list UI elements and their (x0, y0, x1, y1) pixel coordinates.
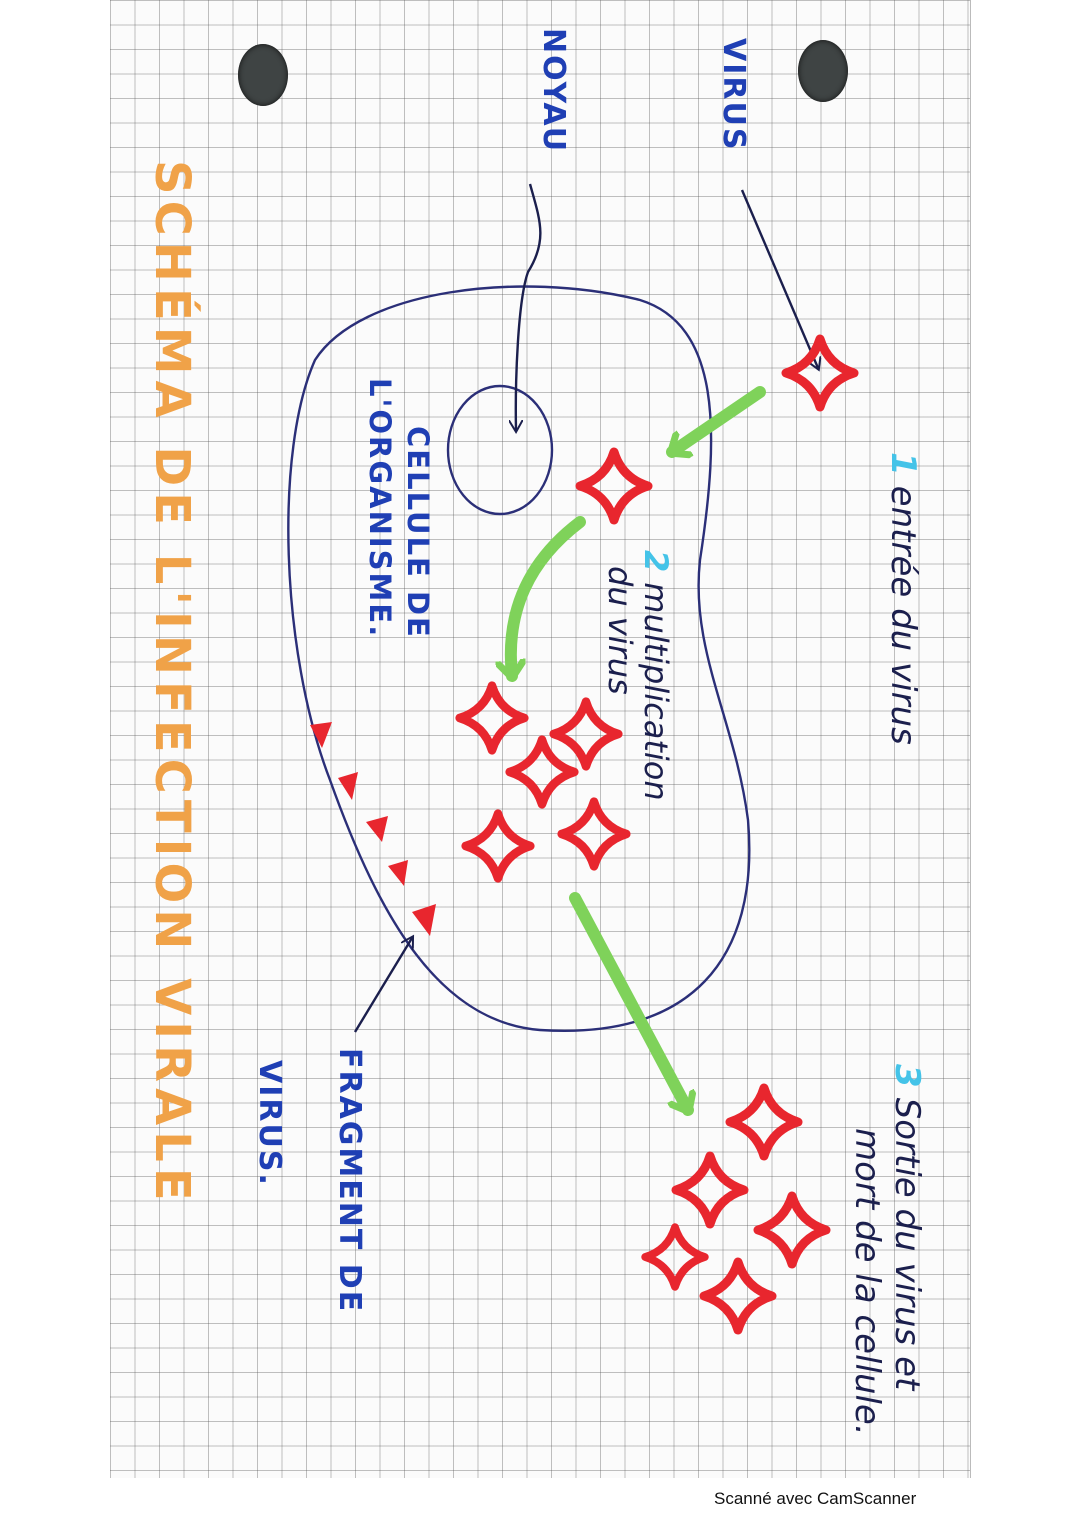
virus-fragments (310, 722, 436, 936)
virus-fragment (388, 860, 408, 886)
step-3-number: 3 (887, 1064, 927, 1088)
virus-particle-multiplied (460, 686, 525, 751)
arrow-step-2 (511, 516, 586, 682)
virus-particle-released (704, 1262, 772, 1330)
step-1-text: entrée du virus (883, 485, 923, 745)
label-virus: VIRUS (716, 38, 751, 152)
punch-hole-left (238, 44, 288, 106)
scanner-footer: Scanné avec CamScanner (714, 1489, 917, 1508)
cell-membrane (287, 285, 751, 1033)
step-2-text-line2: du virus (601, 566, 639, 695)
virus-fragment (338, 772, 358, 800)
virus-particle-multiplied (554, 702, 619, 767)
virus-fragment (412, 904, 436, 936)
step-1-number: 1 (883, 452, 923, 476)
punch-hole-right (798, 40, 848, 102)
virus-fragment (310, 722, 332, 748)
virus-particle-multiplied (466, 814, 531, 879)
arrow-step-3 (569, 892, 688, 1116)
nucleus (446, 384, 554, 516)
step-3-annotation: 3Sortie du virus et (887, 1064, 927, 1391)
virus-particle-released (676, 1156, 744, 1224)
virus-particle-entering (786, 339, 854, 407)
step-2-annotation: 2 multiplication (637, 550, 675, 801)
page-title: SCHÉMA DE L'INFECTION VIRALE (144, 160, 200, 1207)
step-1-annotation: 1 entrée du virus (883, 452, 923, 745)
step-3-text-line2: mort de la cellule. (847, 1128, 887, 1436)
virus-fragment (366, 816, 388, 842)
noyau-pointer-line (516, 183, 542, 430)
label-cellule-line1: CELLULE DE (401, 426, 435, 639)
virus-particle-multiplied (510, 740, 575, 805)
virus-particle-released (758, 1196, 826, 1264)
step-2-number: 2 (637, 550, 675, 573)
virus-particle-multiplied (562, 802, 627, 867)
fragment-pointer-line (353, 938, 412, 1033)
virus-pointer-line (740, 189, 818, 368)
virus-particle-released (730, 1088, 798, 1156)
label-fragment-line1: FRAGMENT DE (332, 1048, 367, 1314)
step-2-text-line1: multiplication (637, 582, 675, 801)
label-cellule-line2: L'ORGANISME. (363, 378, 397, 639)
virus-particle-released (645, 1227, 705, 1287)
step-3-text-line1: Sortie du virus et (887, 1097, 927, 1391)
label-noyau: NOYAU (536, 28, 571, 154)
virus-particle-inside (580, 452, 648, 520)
arrow-step-1 (666, 386, 766, 452)
label-fragment-line2: VIRUS. (252, 1060, 287, 1187)
